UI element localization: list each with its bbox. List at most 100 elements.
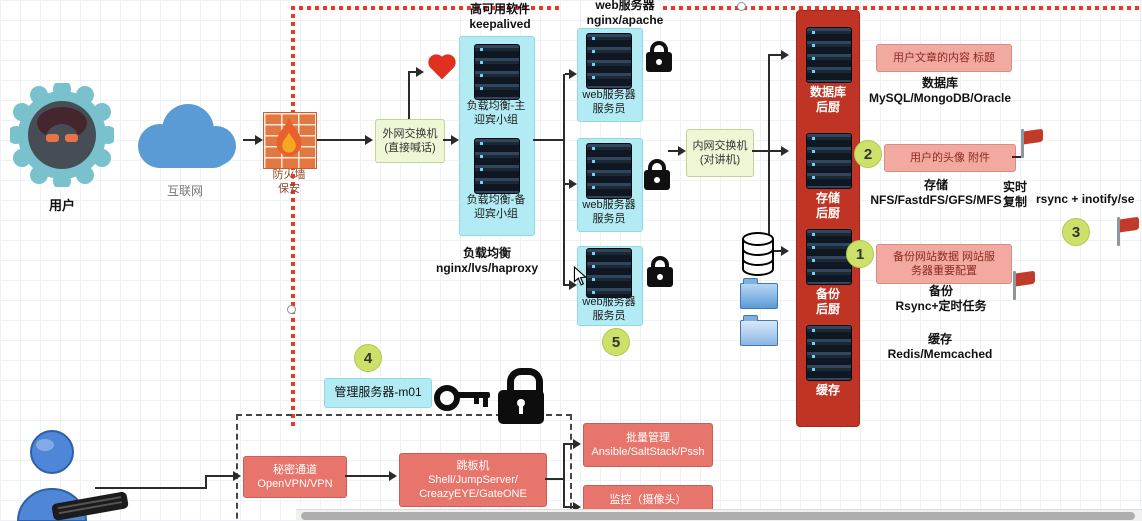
padlock-icon xyxy=(498,368,544,426)
server-rack-icon xyxy=(474,44,520,100)
web-tier-title: web服务器 nginx/apache xyxy=(586,0,664,27)
server-rack-icon xyxy=(586,143,632,199)
horizontal-scrollbar[interactable] xyxy=(296,509,1142,521)
connector-line xyxy=(95,487,207,489)
server-rack-icon xyxy=(586,248,632,298)
heart-icon[interactable] xyxy=(426,54,460,86)
web-server-label: web服务器 服务员 xyxy=(582,296,636,322)
lock-icon xyxy=(646,41,672,72)
folder-icon xyxy=(740,315,778,346)
server-rack-icon xyxy=(806,27,852,83)
connector-line xyxy=(768,54,783,56)
vpn-node[interactable]: 秘密通道 OpenVPN/VPN xyxy=(243,456,347,498)
connector-arrow xyxy=(233,471,241,481)
flame-icon xyxy=(276,117,302,156)
step-badge-5: 5 xyxy=(602,328,630,356)
step-badge-3: 3 xyxy=(1062,218,1090,246)
connector-arrow xyxy=(451,135,459,145)
connector-line xyxy=(563,444,565,507)
dotted-border-top-right xyxy=(663,6,1142,10)
connector-line xyxy=(563,74,565,286)
database-cylinder-icon xyxy=(742,232,774,276)
lb-backup-label: 负载均衡-备 迎宾小组 xyxy=(466,194,526,220)
flag-icon xyxy=(1114,216,1142,248)
jumpserver-node[interactable]: 跳板机 Shell/JumpServer/ CreazyEYE/GateONE xyxy=(399,453,547,507)
connector-line xyxy=(668,150,678,152)
storage-caption: 存储 NFS/FastdFS/GFS/MFS xyxy=(870,178,1002,207)
dotted-border-top-left xyxy=(291,6,560,10)
internet-label: 互联网 xyxy=(166,184,203,198)
batch-mgmt-node[interactable]: 批量管理 Ansible/SaltStack/Pssh xyxy=(583,423,713,467)
mouse-cursor-icon xyxy=(573,266,587,286)
admin-person-icon[interactable] xyxy=(10,426,140,521)
flag-icon xyxy=(1018,128,1046,160)
ops-boundary xyxy=(236,414,572,521)
connector-line xyxy=(408,71,417,73)
server-rack-icon xyxy=(586,33,632,89)
connector-arrow xyxy=(569,280,577,290)
connector-line xyxy=(563,506,573,508)
connector-line xyxy=(545,478,565,480)
mgmt-server-node[interactable]: 管理服务器-m01 xyxy=(324,378,432,408)
connector-arrow xyxy=(781,50,789,60)
connector-arrow xyxy=(389,471,397,481)
connector-line xyxy=(565,73,571,75)
connector-arrow xyxy=(569,69,577,79)
connector-arrow xyxy=(781,246,789,256)
web-server-label: web服务器 服务员 xyxy=(582,89,636,115)
storage-note[interactable]: 用户的头像 附件 xyxy=(884,144,1016,172)
connector-line xyxy=(565,284,571,286)
lb-primary-label: 负载均衡-主 迎宾小组 xyxy=(466,100,526,126)
backend-db-label: 数据库 后厨 xyxy=(809,85,846,114)
db-caption: 数据库 MySQL/MongoDB/Oracle xyxy=(868,76,1011,105)
lock-icon xyxy=(644,159,670,190)
connector-line xyxy=(768,55,770,251)
server-rack-icon xyxy=(806,325,852,381)
step-badge-1: 1 xyxy=(846,240,874,268)
connector-handle-icon[interactable] xyxy=(737,2,746,11)
scrollbar-thumb[interactable] xyxy=(301,512,1135,520)
loadbalancer-group[interactable] xyxy=(459,36,535,236)
connector-line xyxy=(770,150,783,152)
connector-line xyxy=(768,250,783,252)
backend-backup-label: 备份 后厨 xyxy=(815,287,840,316)
connector-line xyxy=(408,72,410,119)
connector-arrow xyxy=(416,67,424,77)
keepalived-caption: 高可用软件 keepalived xyxy=(469,2,531,31)
connector-arrow xyxy=(678,146,686,156)
internal-switch-node[interactable]: 内网交换机 (对讲机) xyxy=(686,129,754,177)
backup-note[interactable]: 备份网站数据 网站服 务器重要配置 xyxy=(876,244,1012,284)
connector-arrow xyxy=(573,439,581,449)
connector-arrow xyxy=(255,135,263,145)
connector-line xyxy=(752,150,770,152)
lb-caption: 负载均衡 nginx/lvs/haproxy xyxy=(435,246,539,275)
connector-arrow xyxy=(365,135,373,145)
flag-icon xyxy=(1010,270,1038,302)
server-rack-icon xyxy=(474,138,520,194)
connector-handle-icon[interactable] xyxy=(287,305,296,314)
connector-line xyxy=(243,139,257,141)
avatar-icon[interactable] xyxy=(10,83,114,187)
cache-caption: 缓存 Redis/Memcached xyxy=(887,332,993,361)
backup-caption: 备份 Rsync+定时任务 xyxy=(895,284,987,313)
connector-arrow xyxy=(569,179,577,189)
firewall-label: 防火墙 保安 xyxy=(272,169,306,195)
connector-line xyxy=(205,475,233,477)
db-note[interactable]: 用户文章的内容 标题 xyxy=(876,44,1012,72)
connector-line xyxy=(565,183,571,185)
step-badge-4: 4 xyxy=(354,344,382,372)
external-switch-node[interactable]: 外网交换机 (直接喊话) xyxy=(375,119,445,163)
realtime-caption: 实时 复制 xyxy=(1002,180,1027,209)
connector-line xyxy=(317,139,367,141)
web-server-label: web服务器 服务员 xyxy=(582,199,636,225)
connector-line xyxy=(443,139,451,141)
connector-line xyxy=(533,139,565,141)
user-label: 用户 xyxy=(48,198,75,213)
backend-rack-panel[interactable]: 数据库 后厨 存储 后厨 备份 后厨 缓存 xyxy=(796,10,860,427)
cloud-icon[interactable] xyxy=(126,98,244,180)
server-rack-icon xyxy=(806,229,852,285)
connector-arrow xyxy=(573,502,581,512)
backend-cache-label: 缓存 xyxy=(815,383,840,397)
lock-icon xyxy=(647,256,673,287)
